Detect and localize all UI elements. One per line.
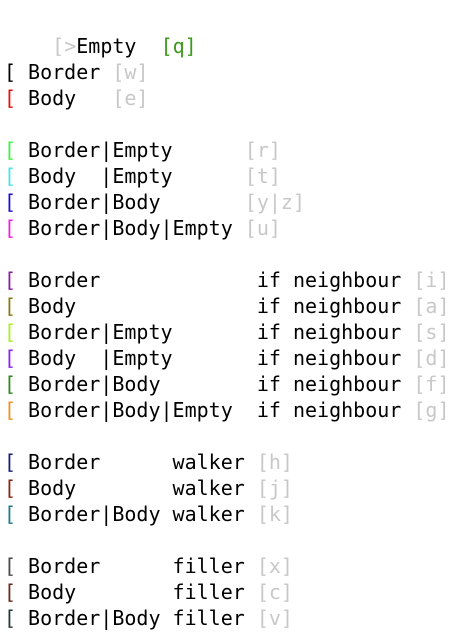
tile-option-hotkey: [c] [256, 580, 293, 604]
option-group-walker: [ Border walker [h][ Body walker [j][ Bo… [4, 449, 449, 527]
group-separator [4, 111, 449, 137]
tile-option-label: Border|Body filler [16, 606, 257, 630]
prompt-marker: [> [52, 34, 77, 58]
tile-option[interactable]: [ Border|Body|Empty if neighbour [g] [4, 397, 449, 423]
tile-option-label: Border filler [16, 554, 257, 578]
option-groups: [ Border [w][ Body [e][ Border|Empty [r]… [4, 33, 449, 631]
tile-option[interactable]: [ Body |Empty [t] [4, 163, 449, 189]
tile-option-label: Body |Empty if neighbour [16, 346, 414, 370]
tile-option-hotkey: [v] [256, 606, 293, 630]
tile-option[interactable]: [ Border|Body walker [k] [4, 501, 449, 527]
tile-option[interactable]: [ Border|Body filler [v] [4, 605, 449, 631]
color-swatch-bracket: [ [4, 190, 17, 214]
tile-option-hotkey: [s] [413, 320, 450, 344]
tile-option-label: Border|Body|Empty if neighbour [16, 398, 414, 422]
color-swatch-bracket: [ [4, 294, 17, 318]
color-swatch-bracket: [ [4, 372, 17, 396]
tile-option-label: Border|Body walker [16, 502, 257, 526]
header-spacer [136, 34, 160, 58]
color-swatch-bracket: [ [4, 476, 17, 500]
tile-type-menu: [>Empty [q] [ Border [w][ Body [e][ Bord… [4, 7, 449, 631]
color-swatch-bracket: [ [4, 580, 17, 604]
color-swatch-bracket: [ [4, 450, 17, 474]
tile-option-hotkey: [d] [413, 346, 450, 370]
tile-option[interactable]: [ Body walker [j] [4, 475, 449, 501]
current-tile-label: Empty [76, 34, 137, 58]
color-swatch-bracket: [ [4, 138, 17, 162]
tile-option-hotkey: [u] [244, 216, 281, 240]
tile-option-hotkey: [f] [413, 372, 450, 396]
group-separator [4, 423, 449, 449]
tile-option[interactable]: [ Border|Empty [r] [4, 137, 449, 163]
tile-option-label: Body walker [16, 476, 257, 500]
tile-option-hotkey: [t] [244, 164, 281, 188]
tile-option[interactable]: [ Border|Body|Empty [u] [4, 215, 449, 241]
tile-option-hotkey: [j] [256, 476, 293, 500]
tile-option-label: Border|Body [16, 190, 245, 214]
option-group-combos: [ Border|Empty [r][ Body |Empty [t][ Bor… [4, 137, 449, 241]
tile-option-label: Border if neighbour [16, 268, 414, 292]
tile-option-label: Border|Empty [16, 138, 245, 162]
color-swatch-bracket: [ [4, 60, 17, 84]
tile-option-hotkey: [e] [112, 86, 149, 110]
tile-option[interactable]: [ Body [e] [4, 85, 449, 111]
tile-option-label: Body [16, 86, 113, 110]
tile-option-hotkey: [x] [256, 554, 293, 578]
tile-option[interactable]: [ Border|Body [y|z] [4, 189, 449, 215]
color-swatch-bracket: [ [4, 502, 17, 526]
tile-option-label: Border [16, 60, 113, 84]
tile-option-label: Body if neighbour [16, 294, 414, 318]
tile-option-label: Border walker [16, 450, 257, 474]
tile-option-hotkey: [h] [256, 450, 293, 474]
color-swatch-bracket: [ [4, 346, 17, 370]
color-swatch-bracket: [ [4, 216, 17, 240]
color-swatch-bracket: [ [4, 164, 17, 188]
tile-option[interactable]: [ Body filler [c] [4, 579, 449, 605]
tile-option-label: Border|Empty if neighbour [16, 320, 414, 344]
tile-option-hotkey: [y|z] [244, 190, 305, 214]
tile-option-label: Border|Body if neighbour [16, 372, 414, 396]
tile-option[interactable]: [ Border if neighbour [i] [4, 267, 449, 293]
tile-option[interactable]: [ Border filler [x] [4, 553, 449, 579]
tile-option[interactable]: [ Border walker [h] [4, 449, 449, 475]
color-swatch-bracket: [ [4, 554, 17, 578]
group-separator [4, 527, 449, 553]
tile-option[interactable]: [ Border|Body if neighbour [f] [4, 371, 449, 397]
tile-option[interactable]: [ Border|Empty if neighbour [s] [4, 319, 449, 345]
option-group-neighbour: [ Border if neighbour [i][ Body if neigh… [4, 267, 449, 423]
color-swatch-bracket: [ [4, 86, 17, 110]
color-swatch-bracket: [ [4, 606, 17, 630]
color-swatch-bracket: [ [4, 320, 17, 344]
tile-option-hotkey: [i] [413, 268, 450, 292]
tile-option[interactable]: [ Border [w] [4, 59, 449, 85]
tile-option-hotkey: [k] [256, 502, 293, 526]
option-group-filler: [ Border filler [x][ Body filler [c][ Bo… [4, 553, 449, 631]
group-separator [4, 241, 449, 267]
tile-option[interactable]: [ Body |Empty if neighbour [d] [4, 345, 449, 371]
option-group-basic: [ Border [w][ Body [e] [4, 59, 449, 111]
color-swatch-bracket: [ [4, 268, 17, 292]
current-tile-hotkey: [q] [160, 34, 197, 58]
tile-option[interactable]: [ Body if neighbour [a] [4, 293, 449, 319]
tile-option-label: Border|Body|Empty [16, 216, 245, 240]
tile-option-label: Body filler [16, 580, 257, 604]
tile-option-hotkey: [r] [244, 138, 281, 162]
color-swatch-bracket: [ [4, 398, 17, 422]
tile-option-hotkey: [a] [413, 294, 450, 318]
current-tile-indicator[interactable]: [>Empty [q] [4, 7, 449, 58]
tile-option-label: Body |Empty [16, 164, 245, 188]
tile-option-hotkey: [w] [112, 60, 149, 84]
tile-option-hotkey: [g] [413, 398, 450, 422]
